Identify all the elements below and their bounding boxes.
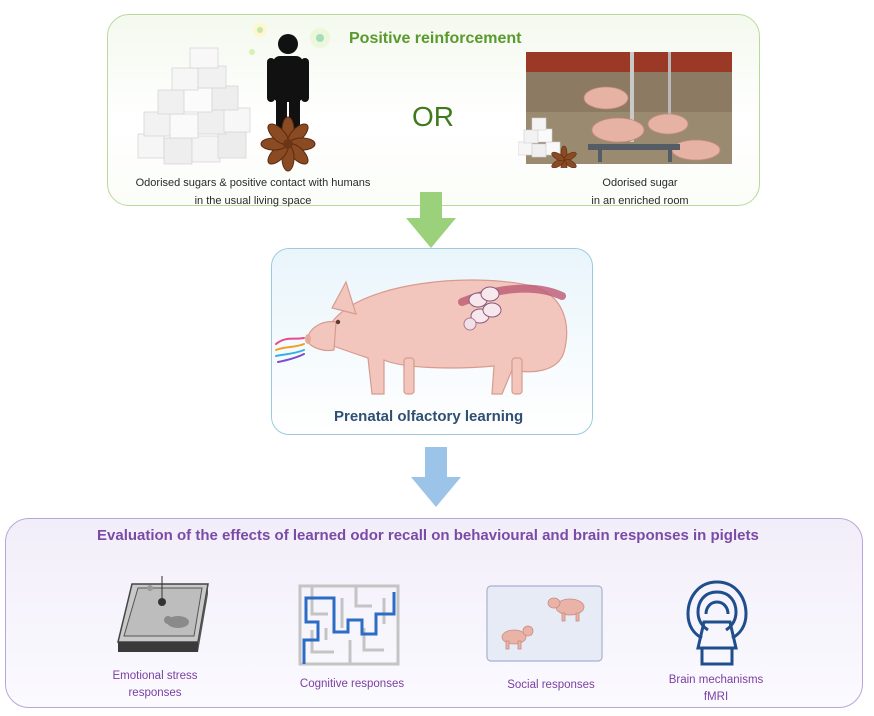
piglets-icon bbox=[486, 585, 603, 662]
enriched-room-photo bbox=[518, 52, 732, 168]
option-left-caption-line2: in the usual living space bbox=[194, 195, 312, 207]
evaluation-item-label: fMRI bbox=[703, 691, 729, 703]
open-field-arena-icon bbox=[117, 576, 209, 652]
odor-wisps-icon bbox=[275, 337, 305, 363]
pigs-icon bbox=[583, 86, 721, 161]
or-label: OR bbox=[412, 101, 454, 132]
option-left-caption: Odorised sugars & positive contact with … bbox=[118, 174, 388, 210]
green-down-arrow bbox=[406, 192, 456, 248]
evaluation-item-brain: Brain mechanisms fMRI bbox=[654, 672, 778, 706]
prenatal-learning-title: Prenatal olfactory learning bbox=[334, 408, 524, 425]
option-right-caption-line2: in an enriched room bbox=[591, 195, 689, 207]
evaluation-item-social: Social responses bbox=[494, 677, 608, 694]
uterus-fetuses-icon bbox=[458, 284, 566, 331]
sugar-cubes-human-illustration bbox=[137, 23, 330, 172]
option-left-caption-line1: Odorised sugars & positive contact with … bbox=[135, 177, 371, 189]
positive-reinforcement-title: Positive reinforcement bbox=[349, 30, 522, 47]
evaluation-item-label: Cognitive responses bbox=[299, 678, 405, 690]
pregnant-sow-illustration bbox=[275, 279, 568, 395]
evaluation-item-cognitive: Cognitive responses bbox=[290, 676, 414, 693]
evaluation-item-label: responses bbox=[128, 687, 182, 699]
option-right-caption-line1: Odorised sugar bbox=[602, 177, 678, 189]
evaluation-title: Evaluation of the effects of learned odo… bbox=[97, 527, 759, 544]
evaluation-item-label: Social responses bbox=[507, 679, 595, 691]
evaluation-item-label: Emotional stress bbox=[112, 670, 198, 682]
evaluation-item-emotional: Emotional stress responses bbox=[96, 668, 214, 702]
maze-icon bbox=[298, 584, 400, 666]
star-anise-icon bbox=[551, 145, 577, 168]
blue-down-arrow bbox=[411, 447, 461, 507]
sparkle-icon bbox=[249, 49, 255, 55]
sparkle-icon bbox=[257, 27, 263, 33]
sparkle-icon bbox=[316, 34, 324, 42]
star-anise-icon bbox=[260, 116, 316, 172]
option-right-caption: Odorised sugar in an enriched room bbox=[560, 174, 720, 210]
mri-scanner-icon bbox=[686, 580, 748, 666]
evaluation-item-label: Brain mechanisms bbox=[668, 674, 764, 686]
